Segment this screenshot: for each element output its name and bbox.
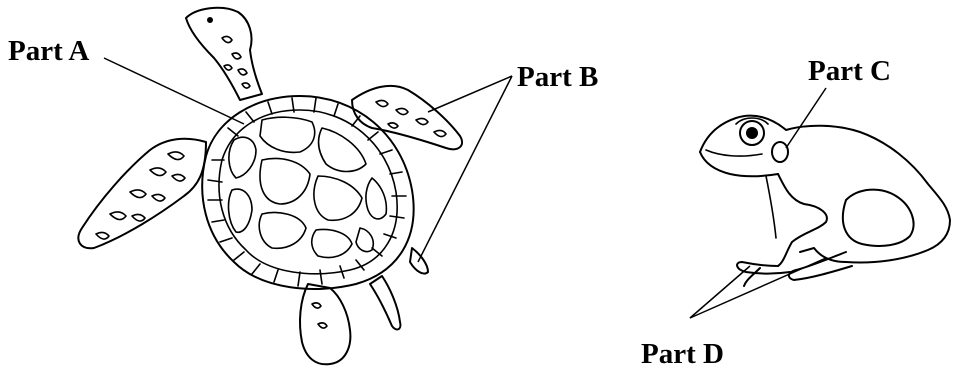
label-part-b: Part B (517, 63, 598, 92)
frog-pupil (746, 127, 758, 139)
turtle-drawing (78, 8, 462, 365)
turtle-eye (207, 17, 213, 23)
label-part-a: Part A (8, 37, 89, 66)
turtle-head-scales (222, 36, 250, 88)
turtle-shell-scutes (229, 117, 387, 257)
leader-part-d-2 (690, 258, 826, 318)
label-part-c: Part C (808, 57, 891, 86)
leader-part-c (786, 88, 826, 148)
leader-lines (104, 58, 826, 318)
frog-back-leg (843, 190, 914, 246)
leader-part-b-1 (428, 76, 512, 112)
frog-mouth (706, 150, 762, 156)
turtle-rear-left-flipper-scales (312, 303, 327, 328)
leader-part-b-2 (418, 76, 512, 262)
frog-back-foot (789, 252, 852, 280)
frog-front-foot (737, 262, 790, 286)
frog-eardrum (772, 142, 788, 162)
leader-part-d-1 (690, 266, 750, 318)
frog-body (700, 116, 950, 263)
frog-arm-contour (766, 176, 776, 238)
leader-part-a (104, 58, 244, 124)
label-part-d: Part D (641, 340, 724, 369)
turtle-front-left-flipper (78, 139, 206, 249)
turtle-rear-right-flipper (370, 276, 400, 329)
frog-drawing (700, 116, 950, 286)
